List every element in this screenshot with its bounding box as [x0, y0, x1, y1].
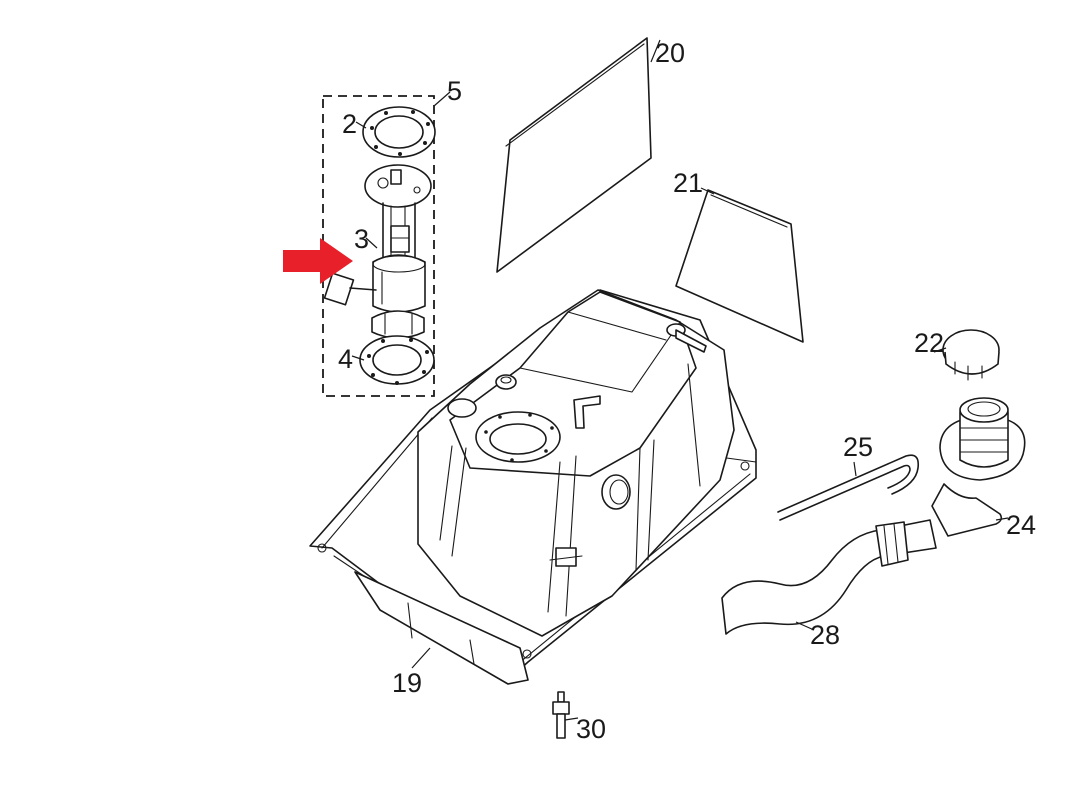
pump-assembly	[322, 91, 451, 397]
label-22: 22	[914, 328, 944, 358]
gasket-bottom	[351, 335, 435, 385]
highlight-arrow	[283, 238, 353, 284]
label-21: 21	[673, 168, 703, 198]
fuel-tank	[309, 289, 757, 685]
label-5: 5	[447, 76, 462, 106]
filler-hose	[721, 519, 937, 635]
fuel-pump	[323, 164, 432, 339]
label-24: 24	[1006, 510, 1036, 540]
heat-shield-large	[496, 37, 661, 273]
label-2: 2	[342, 109, 357, 139]
label-30: 30	[576, 714, 606, 744]
label-25: 25	[843, 432, 873, 462]
gasket-top	[355, 106, 436, 158]
filler-cap	[933, 329, 1000, 381]
label-3: 3	[354, 224, 369, 254]
callout-labels: 5 2 3 4 20 21 22 25 24 28 19 30	[338, 38, 1036, 744]
label-28: 28	[810, 620, 840, 650]
label-20: 20	[655, 38, 685, 68]
label-4: 4	[338, 344, 353, 374]
vent-tube	[777, 454, 920, 521]
label-19: 19	[392, 668, 422, 698]
filler-neck	[931, 397, 1026, 537]
drain-plug	[552, 691, 579, 739]
heat-shield-small	[675, 187, 804, 343]
